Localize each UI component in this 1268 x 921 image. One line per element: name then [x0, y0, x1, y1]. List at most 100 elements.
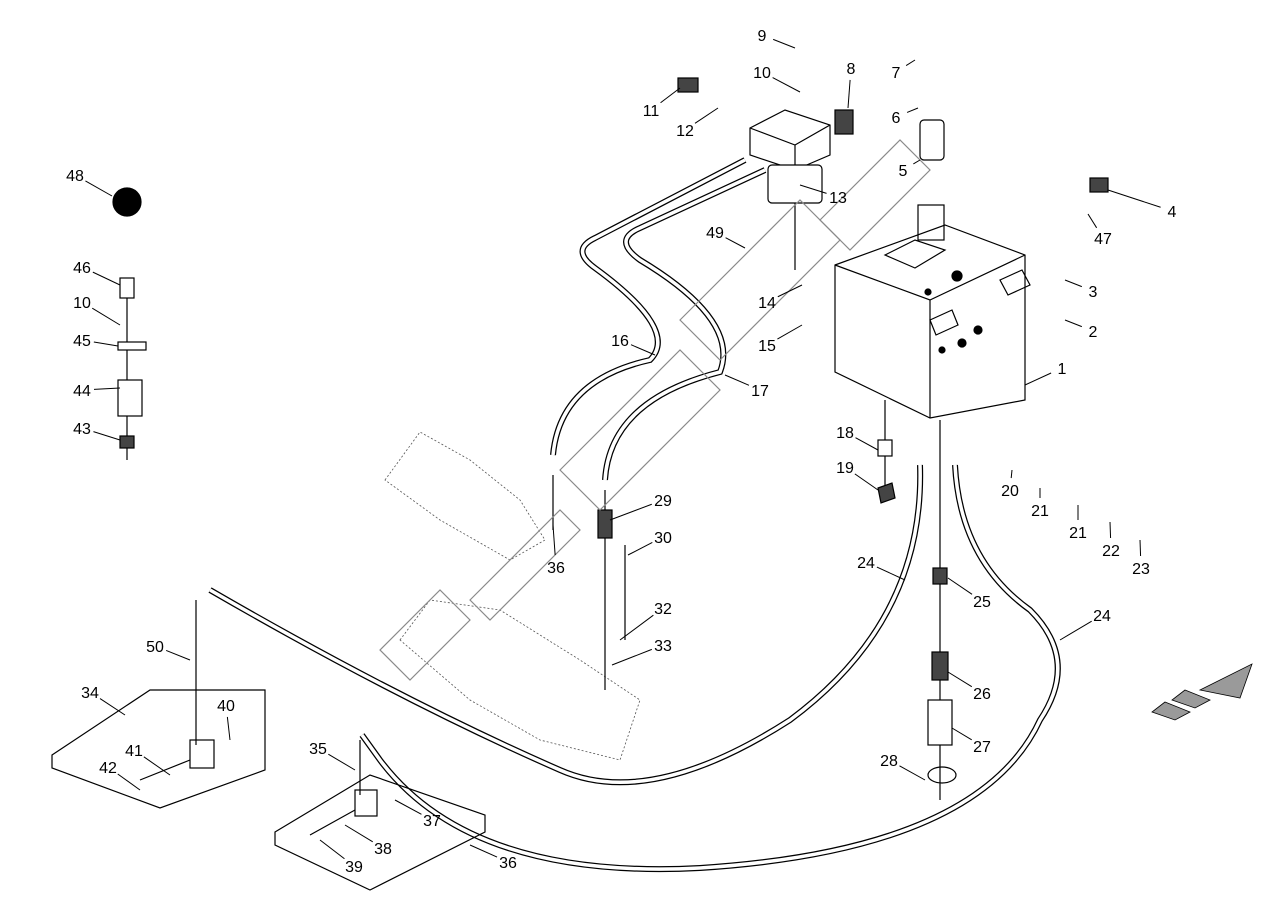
direction-arrow [1151, 663, 1253, 721]
filter-assembly [677, 77, 1109, 270]
leader-line [777, 284, 803, 298]
callout-2[interactable]: 2 [1089, 324, 1098, 341]
callout-36[interactable]: 36 [547, 560, 565, 577]
callout-16[interactable]: 16 [611, 333, 629, 350]
leader-line [847, 79, 851, 109]
hose-16 [550, 157, 747, 456]
leader-line [1059, 620, 1092, 641]
leader-line [799, 184, 827, 194]
leader-line [165, 649, 191, 661]
leader-line [469, 844, 498, 858]
callout-13[interactable]: 13 [829, 190, 847, 207]
callout-23[interactable]: 23 [1132, 561, 1150, 578]
callout-35[interactable]: 35 [309, 741, 327, 758]
hydraulic-tank [834, 204, 1031, 419]
leader-line [344, 824, 373, 843]
callout-50[interactable]: 50 [146, 639, 164, 656]
callout-22[interactable]: 22 [1102, 543, 1120, 560]
callout-14[interactable]: 14 [758, 295, 776, 312]
callout-7[interactable]: 7 [892, 65, 901, 82]
callout-32[interactable]: 32 [654, 601, 672, 618]
hose-24 [208, 464, 1061, 873]
leader-line [772, 38, 796, 49]
callout-1[interactable]: 1 [1058, 361, 1067, 378]
callout-48[interactable]: 48 [66, 168, 84, 185]
callout-17[interactable]: 17 [751, 383, 769, 400]
callout-15[interactable]: 15 [758, 338, 776, 355]
leader-line [85, 180, 113, 197]
callout-10[interactable]: 10 [73, 295, 91, 312]
leader-line [552, 524, 556, 556]
callout-39[interactable]: 39 [345, 859, 363, 876]
callout-42[interactable]: 42 [99, 760, 117, 777]
callout-29[interactable]: 29 [654, 493, 672, 510]
callout-28[interactable]: 28 [880, 753, 898, 770]
callout-21[interactable]: 21 [1069, 525, 1087, 542]
callout-6[interactable]: 6 [892, 110, 901, 127]
leader-line [1010, 469, 1013, 479]
leader-line [913, 159, 921, 165]
coupling-assembly [927, 420, 957, 800]
callout-8[interactable]: 8 [847, 61, 856, 78]
leader-line [947, 577, 973, 595]
callout-44[interactable]: 44 [73, 383, 91, 400]
callout-11[interactable]: 11 [643, 103, 660, 120]
callout-26[interactable]: 26 [973, 686, 991, 703]
callout-24[interactable]: 24 [1093, 608, 1111, 625]
leader-line [777, 324, 803, 340]
leader-line [854, 473, 879, 491]
leader-line [1064, 279, 1083, 288]
callout-18[interactable]: 18 [836, 425, 854, 442]
callout-36[interactable]: 36 [499, 855, 517, 872]
leader-line [619, 614, 654, 641]
leader-line [226, 716, 231, 741]
callout-4[interactable]: 4 [1168, 204, 1177, 221]
leader-line [906, 107, 919, 113]
callout-21[interactable]: 21 [1031, 503, 1049, 520]
callout-41[interactable]: 41 [125, 743, 143, 760]
callout-19[interactable]: 19 [836, 460, 854, 477]
leader-line [876, 566, 906, 581]
leader-line [93, 341, 119, 347]
callout-25[interactable]: 25 [973, 594, 991, 611]
leader-line [1087, 213, 1098, 229]
callout-27[interactable]: 27 [973, 739, 991, 756]
leader-line [627, 542, 653, 556]
leader-line [947, 671, 973, 688]
leader-line [93, 387, 121, 390]
leader-line [1139, 539, 1142, 557]
callout-5[interactable]: 5 [899, 163, 908, 180]
callout-9[interactable]: 9 [758, 28, 767, 45]
callout-10[interactable]: 10 [753, 65, 771, 82]
leader-line [772, 77, 801, 93]
callout-45[interactable]: 45 [73, 333, 91, 350]
callout-24[interactable]: 24 [857, 555, 875, 572]
callout-34[interactable]: 34 [81, 685, 99, 702]
leader-line [92, 271, 121, 286]
callout-37[interactable]: 37 [423, 813, 441, 830]
leader-line [899, 765, 926, 781]
leader-line [660, 87, 681, 104]
leader-line [328, 753, 356, 771]
bracket-34 [51, 600, 266, 809]
callout-20[interactable]: 20 [1001, 483, 1019, 500]
callout-40[interactable]: 40 [217, 698, 235, 715]
callout-38[interactable]: 38 [374, 841, 392, 858]
callout-30[interactable]: 30 [654, 530, 672, 547]
leader-line [92, 307, 121, 326]
callout-43[interactable]: 43 [73, 421, 91, 438]
leader-line [630, 344, 656, 356]
callout-47[interactable]: 47 [1094, 231, 1112, 248]
leader-line [609, 503, 652, 521]
callout-12[interactable]: 12 [676, 123, 694, 140]
callout-46[interactable]: 46 [73, 260, 91, 277]
leader-line [143, 756, 171, 776]
callout-49[interactable]: 49 [706, 225, 724, 242]
callout-33[interactable]: 33 [654, 638, 672, 655]
leader-line [319, 839, 345, 860]
leader-line [117, 773, 141, 791]
leader-line [724, 374, 750, 386]
bracket-36 [274, 740, 486, 891]
callout-3[interactable]: 3 [1089, 284, 1098, 301]
